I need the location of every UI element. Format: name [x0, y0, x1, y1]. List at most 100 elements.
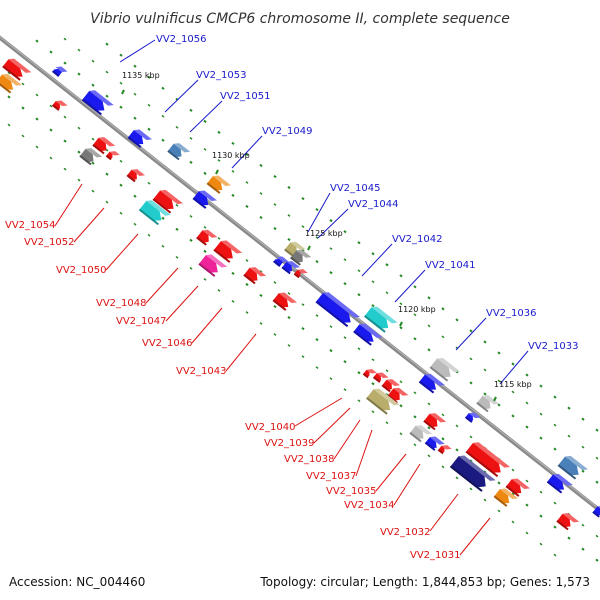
gene-label-top[interactable]: VV2_1045	[330, 183, 381, 194]
track-tick	[49, 50, 53, 54]
track-tick	[245, 311, 249, 314]
gene-label-bottom[interactable]: VV2_1050	[56, 265, 107, 276]
gene-label-bottom[interactable]: VV2_1032	[380, 527, 431, 538]
gene-feature[interactable]	[546, 471, 573, 496]
track-tick	[63, 115, 67, 119]
gene-feature[interactable]	[557, 453, 588, 482]
gene-feature[interactable]	[198, 252, 228, 279]
gene-feature[interactable]	[409, 423, 433, 445]
gene-feature[interactable]	[0, 71, 22, 96]
gene-label-top[interactable]: VV2_1042	[392, 234, 443, 245]
gene-feature[interactable]	[592, 503, 600, 520]
gene-feature[interactable]	[437, 443, 452, 457]
gene-bottom-edge	[362, 372, 369, 379]
gene-feature[interactable]	[105, 149, 120, 163]
track-tick	[483, 498, 487, 502]
gene-feature[interactable]	[293, 267, 308, 281]
gene-feature[interactable]	[465, 410, 481, 425]
track-tick	[399, 326, 403, 330]
track-tick	[595, 456, 599, 460]
track-tick	[91, 137, 95, 141]
gene-feature[interactable]	[138, 198, 171, 228]
gene-feature[interactable]	[362, 367, 377, 381]
track-tick	[203, 119, 207, 123]
gene-feature[interactable]	[284, 239, 306, 260]
gene-feature[interactable]	[424, 434, 445, 453]
track-tick	[77, 178, 81, 182]
gene-label-top[interactable]: VV2_1056	[156, 34, 207, 45]
gene-feature[interactable]	[206, 173, 231, 196]
gene-label-bottom[interactable]: VV2_1038	[284, 454, 335, 465]
track-tick	[497, 403, 501, 407]
gene-feature[interactable]	[366, 386, 400, 417]
gene-feature[interactable]	[505, 476, 530, 499]
gene-label-bottom[interactable]: VV2_1034	[344, 500, 395, 511]
track-tick	[525, 373, 529, 377]
gene-feature[interactable]	[92, 135, 116, 157]
gene-label-bottom[interactable]: VV2_1047	[116, 316, 167, 327]
gene-label-top[interactable]: VV2_1051	[220, 91, 271, 102]
gene-feature[interactable]	[290, 247, 312, 268]
gene-feature[interactable]	[213, 238, 243, 265]
gene-label-bottom[interactable]: VV2_1048	[96, 298, 147, 309]
gene-feature[interactable]	[79, 146, 103, 168]
gene-feature[interactable]	[556, 511, 580, 533]
gene-feature[interactable]	[315, 290, 361, 330]
track-tick	[385, 393, 389, 397]
gene-feature[interactable]	[465, 440, 511, 480]
gene-top-face	[212, 175, 231, 187]
gene-feature[interactable]	[449, 453, 496, 494]
label-leader	[165, 285, 199, 322]
label-leader	[73, 207, 105, 243]
gene-feature[interactable]	[167, 141, 191, 163]
gene-feature[interactable]	[52, 64, 68, 79]
gene-top-face	[205, 254, 228, 268]
gene-feature[interactable]	[476, 393, 500, 415]
gene-label-bottom[interactable]: VV2_1054	[5, 220, 56, 231]
gene-label-bottom[interactable]: VV2_1031	[410, 550, 461, 561]
gene-top-face	[220, 240, 243, 254]
gene-feature[interactable]	[429, 355, 460, 384]
gene-label-bottom[interactable]: VV2_1039	[264, 438, 315, 449]
gene-feature[interactable]	[127, 127, 152, 150]
gene-feature[interactable]	[152, 187, 183, 216]
gene-feature[interactable]	[2, 56, 32, 83]
track-tick	[133, 194, 137, 198]
gene-feature[interactable]	[126, 167, 146, 185]
gene-feature[interactable]	[192, 188, 217, 211]
gene-feature[interactable]	[243, 265, 267, 287]
gene-label-top[interactable]: VV2_1049	[262, 126, 313, 137]
gene-feature[interactable]	[373, 370, 389, 385]
gene-feature[interactable]	[353, 321, 383, 348]
gene-label-top[interactable]: VV2_1041	[425, 260, 476, 271]
gene-feature[interactable]	[493, 486, 518, 509]
gene-feature[interactable]	[196, 227, 218, 248]
gene-feature[interactable]	[418, 371, 445, 396]
gene-feature[interactable]	[423, 411, 447, 433]
gene-label-bottom[interactable]: VV2_1046	[142, 338, 193, 349]
gene-feature[interactable]	[281, 259, 301, 277]
gene-label-top[interactable]: VV2_1044	[348, 199, 399, 210]
gene-feature[interactable]	[52, 98, 68, 113]
gene-label-bottom[interactable]: VV2_1052	[24, 237, 75, 248]
track-tick	[231, 141, 235, 146]
track-tick	[371, 358, 375, 362]
gene-bottom-edge	[429, 366, 449, 382]
gene-label-bottom[interactable]: VV2_1035	[326, 486, 377, 497]
gene-top-face	[290, 241, 306, 250]
gene-top-face	[473, 442, 511, 468]
gene-label-top[interactable]: VV2_1053	[196, 70, 247, 81]
gene-feature[interactable]	[364, 304, 398, 335]
gene-label-bottom[interactable]: VV2_1037	[306, 471, 357, 482]
gene-feature[interactable]	[381, 377, 401, 395]
gene-label-bottom[interactable]: VV2_1040	[245, 422, 296, 433]
track-tick	[301, 197, 305, 201]
gene-label-top[interactable]: VV2_1033	[528, 341, 579, 352]
label-leader	[317, 208, 349, 239]
gene-label-bottom[interactable]: VV2_1043	[176, 366, 227, 377]
gene-feature[interactable]	[81, 88, 114, 118]
gene-label-top[interactable]: VV2_1036	[486, 308, 537, 319]
gene-feature[interactable]	[273, 254, 289, 269]
gene-feature[interactable]	[272, 290, 297, 313]
